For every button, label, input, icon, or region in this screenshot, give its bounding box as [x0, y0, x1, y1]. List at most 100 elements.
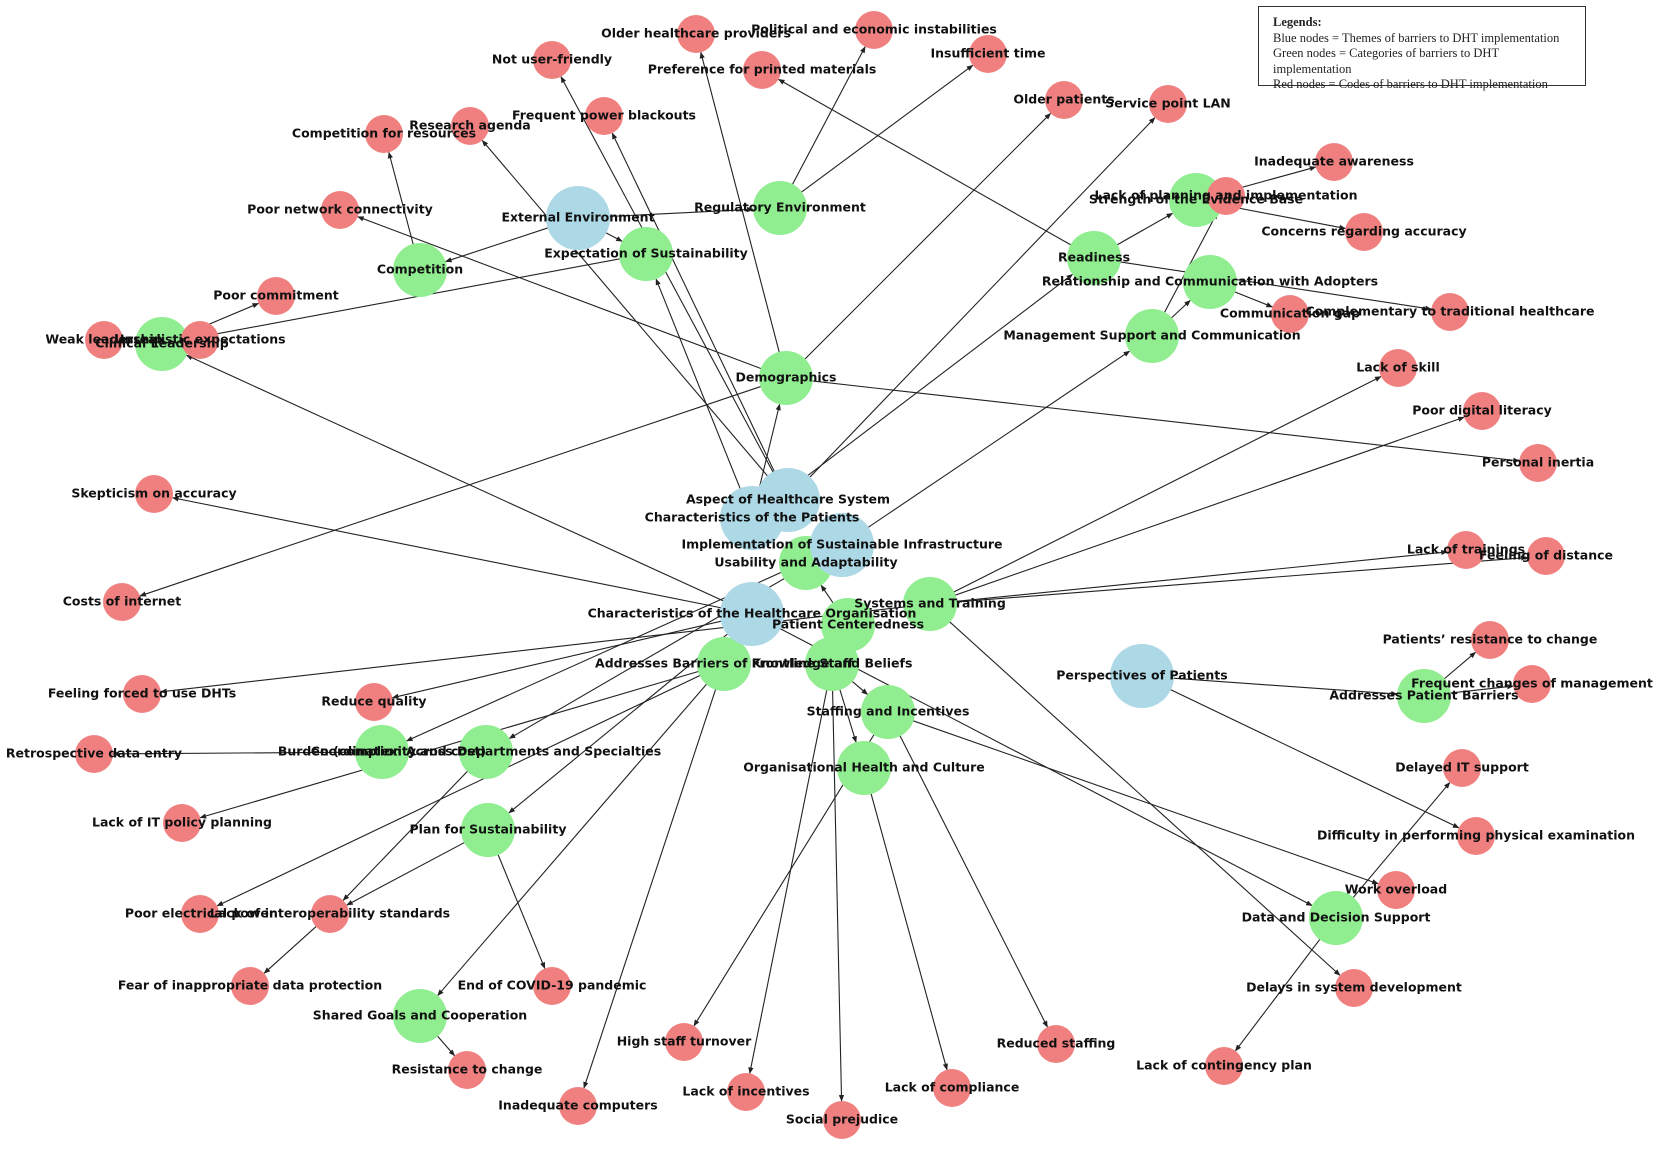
code-node-concerns-acc: [1345, 213, 1383, 251]
code-label-fear-data: Fear of inappropriate data protection: [118, 978, 382, 993]
code-node-poor-digital: [1463, 392, 1501, 430]
category-label-readiness: Readiness: [1058, 250, 1130, 265]
edge-systems_training-to-lack_train: [938, 549, 1448, 604]
category-label-strength-ev: Strength of the Evidence Base: [1089, 192, 1303, 207]
code-label-personal-inertia: Personal inertia: [1482, 455, 1594, 470]
edge-staffing-to-reduced_staff: [891, 718, 1048, 1028]
code-label-poor-network: Poor network connectivity: [247, 202, 433, 217]
code-label-feel-forced: Feeling forced to use DHTs: [48, 686, 236, 701]
edge-addr_frontline-to-inadeq_comp: [583, 671, 722, 1089]
edge-knowledge-to-lack_incent: [748, 671, 831, 1075]
legend-box: Legends: Blue nodes = Themes of barriers…: [1258, 6, 1586, 91]
edge-data_decision-to-delayed_it: [1340, 782, 1451, 913]
code-node-retro: [75, 735, 113, 773]
code-label-concerns-acc: Concerns regarding accuracy: [1261, 224, 1466, 239]
edge-addr_frontline-to-lack_it_policy: [199, 665, 717, 819]
code-label-older-prov: Older healthcare providers: [601, 26, 791, 41]
code-label-poor-digital: Poor digital literacy: [1412, 403, 1552, 418]
code-node-lack-it-policy: [163, 804, 201, 842]
code-node-not-user: [533, 41, 571, 79]
code-label-inadeq-comp: Inadequate computers: [498, 1098, 657, 1113]
code-label-insuff-time: Insufficient time: [931, 46, 1046, 61]
edge-char_org-to-skepticism: [171, 496, 743, 613]
edge-persp_patients-to-difficulty_exam: [1150, 679, 1460, 829]
code-node-insuff-time: [969, 35, 1007, 73]
category-node-org-health: [837, 741, 891, 795]
code-label-power-black: Frequent power blackouts: [512, 108, 696, 123]
code-label-poor-commit: Poor commitment: [213, 288, 339, 303]
edge-competition-to-comp_res: [387, 151, 419, 263]
code-node-feel-dist: [1527, 537, 1565, 575]
code-label-weak-lead: Weak leadership: [45, 332, 162, 347]
code-label-unrealistic: Unrealistic expectations: [114, 332, 285, 347]
category-label-regulatory: Regulatory Environment: [694, 200, 866, 215]
edge-demographics-to-personal_inertia: [793, 378, 1520, 463]
code-node-lack-compl: [933, 1069, 971, 1107]
edge-char_patients-to-expect_sust: [655, 278, 749, 509]
code-node-inadeq-aware: [1315, 143, 1353, 181]
theme-label-aspect-hs: Aspect of Healthcare System: [686, 492, 890, 507]
edge-demographics-to-older_pat: [791, 112, 1052, 373]
code-label-pref-print: Preference for printed materials: [648, 62, 877, 77]
code-label-political: Political and economic instabilities: [751, 22, 997, 37]
code-label-pat-resist: Patients’ resistance to change: [1383, 632, 1598, 647]
category-node-competition: [393, 243, 447, 297]
edge-demographics-to-costs_net: [139, 380, 779, 597]
edge-char_org-to-clin_lead: [185, 354, 743, 611]
code-node-research: [451, 107, 489, 145]
edge-addr_frontline-to-shared_goals: [437, 669, 720, 997]
code-label-poor-elec: Poor electrical power: [125, 906, 276, 921]
code-node-complementary: [1431, 293, 1469, 331]
code-node-freq-mgmt: [1513, 665, 1551, 703]
edge-impl_infra-to-mgmt_support: [850, 350, 1131, 540]
code-label-reduced-staff: Reduced staffing: [997, 1036, 1116, 1051]
category-label-coord: Coordination Across Departments and Spec…: [311, 744, 661, 759]
code-node-pref-print: [743, 51, 781, 89]
edge-systems_training-to-feel_forced: [160, 604, 923, 694]
theme-label-char-patients: Characteristics of the Patients: [645, 510, 860, 525]
category-label-burden: Burden (complexity and cost): [278, 744, 486, 759]
category-node-systems-training: [903, 577, 957, 631]
code-label-costs-net: Costs of internet: [63, 594, 182, 609]
code-node-fear-data: [231, 967, 269, 1005]
code-node-inadeq-comp: [559, 1087, 597, 1125]
code-node-social-prej: [823, 1101, 861, 1139]
code-label-lack-skill: Lack of skill: [1356, 360, 1439, 375]
edge-readiness-to-complementary: [1101, 258, 1432, 311]
code-label-high-turnover: High staff turnover: [617, 1034, 752, 1049]
edge-plan_sust-to-end_covid: [490, 837, 546, 970]
code-node-lack-skill: [1379, 349, 1417, 387]
code-node-lack-incent: [727, 1073, 765, 1111]
category-node-data-decision: [1309, 891, 1363, 945]
code-node-older-prov: [677, 15, 715, 53]
category-node-demographics: [759, 351, 813, 405]
edge-data_decision-to-lack_contingency: [1235, 924, 1332, 1052]
category-label-rel-comm: Relationship and Communication with Adop…: [1042, 274, 1378, 289]
edge-aspect_hs-to-service_lan: [794, 117, 1156, 494]
edge-systems_training-to-delays_sys: [935, 609, 1341, 976]
edge-knowledge-to-social_prej: [831, 672, 845, 1102]
edges-layer: [112, 46, 1528, 1102]
edge-expect_sust-to-clin_lead: [187, 254, 639, 341]
theme-label-impl-infra: Implementation of Sustainable Infrastruc…: [681, 537, 1002, 552]
code-node-delays-sys: [1335, 969, 1373, 1007]
category-node-shared-goals: [393, 989, 447, 1043]
edge-systems_training-to-poor_digital: [937, 416, 1465, 602]
category-node-addr-patient: [1397, 669, 1451, 723]
nodes-layer: [75, 11, 1565, 1139]
edge-aspect_hs-to-research: [481, 139, 782, 493]
edge-demographics-to-older_prov: [699, 51, 785, 371]
category-label-data-decision: Data and Decision Support: [1242, 910, 1431, 925]
category-label-mgmt-support: Management Support and Communication: [1003, 328, 1300, 343]
code-label-lack-planning: Lack of planning and implementation: [1094, 188, 1357, 203]
edge-staffing-to-work_overload: [895, 714, 1379, 885]
code-label-lack-it-policy: Lack of IT policy planning: [92, 815, 272, 830]
edge-demographics-to-poor_network: [357, 216, 779, 376]
category-node-regulatory: [753, 181, 807, 235]
category-label-addr-patient: Addresses Patient Barriers: [1329, 688, 1518, 703]
code-label-skepticism: Skepticism on accuracy: [71, 486, 236, 501]
code-label-delayed-it: Delayed IT support: [1395, 760, 1529, 775]
code-node-lack-contingency: [1205, 1047, 1243, 1085]
code-node-reduce-q: [355, 683, 393, 721]
code-node-difficulty-exam: [1457, 817, 1495, 855]
